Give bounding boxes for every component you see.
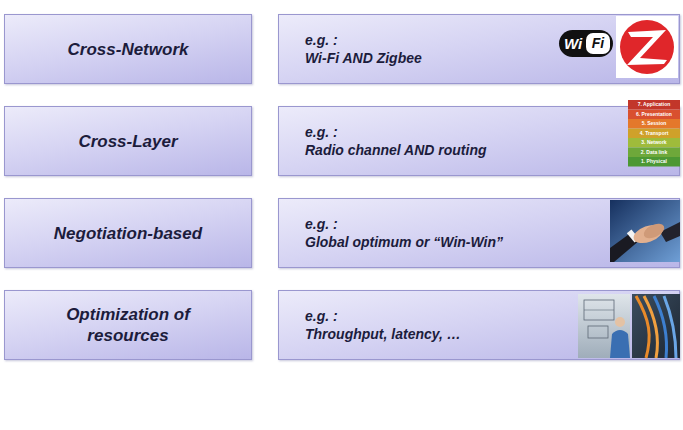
cable-photo [632, 294, 680, 358]
osi-stack [628, 100, 680, 167]
category-box: Negotiation-based [4, 198, 252, 268]
osi-band [628, 138, 680, 148]
osi-band [628, 129, 680, 139]
example-heading: e.g. : [305, 215, 338, 233]
sketch [584, 300, 614, 320]
photo-ground [610, 200, 680, 262]
person-body [610, 330, 630, 358]
sketch [584, 310, 614, 311]
sleeve [660, 222, 680, 242]
zigbee-circle [620, 20, 674, 74]
cable [644, 296, 658, 358]
zigbee-z [627, 30, 667, 65]
osi-layer-name: 2. Data link [628, 148, 680, 158]
example-text: Radio channel AND routing [305, 141, 486, 159]
cable [654, 296, 667, 358]
osi-band [628, 148, 680, 158]
category-box: Optimization of resources [4, 290, 252, 360]
example-heading: e.g. : [305, 123, 338, 141]
category-box: Cross-Layer [4, 106, 252, 176]
example-heading: e.g. : [305, 31, 338, 49]
category-title: Negotiation-based [54, 223, 202, 244]
sketch [588, 326, 608, 338]
osi-layer-name: 1. Physical [628, 157, 680, 167]
wifi-pill [559, 30, 613, 57]
osi-band [628, 157, 680, 167]
osi-band [628, 110, 680, 120]
photo-ground [632, 294, 680, 358]
osi-layer-name: 6. Presentation [628, 110, 680, 120]
handshake-photo [610, 200, 680, 262]
zigbee-ground [616, 16, 678, 78]
category-title: Cross-Network [68, 39, 189, 60]
osi-layer-name: 4. Transport [628, 129, 680, 139]
logo-text: Fi [586, 33, 610, 54]
osi-layer-name: 7. Application [628, 100, 680, 110]
example-box: e.g. :Radio channel AND routing [278, 106, 680, 176]
osi-layer-name: 3. Network [628, 138, 680, 148]
person-head [615, 317, 625, 327]
hand [641, 221, 666, 241]
example-text: Throughput, latency, … [305, 325, 461, 343]
osi-layer-name: 5. Session [628, 119, 680, 129]
example-text: Global optimum or “Win-Win” [305, 233, 503, 251]
zigbee-logo [616, 16, 678, 78]
category-title: Optimization of resources [43, 304, 213, 346]
example-heading: e.g. : [305, 307, 338, 325]
photo-ground [578, 294, 630, 358]
osi-band [628, 119, 680, 129]
category-title: Cross-Layer [78, 131, 177, 152]
logo-text: Wi [560, 30, 586, 57]
wifi-box [586, 33, 610, 54]
cable [664, 296, 676, 358]
wifi-logo [559, 30, 613, 57]
network-photo [578, 294, 630, 358]
example-text: Wi-Fi AND Zigbee [305, 49, 422, 67]
category-box: Cross-Network [4, 14, 252, 84]
osi-band [628, 100, 680, 110]
